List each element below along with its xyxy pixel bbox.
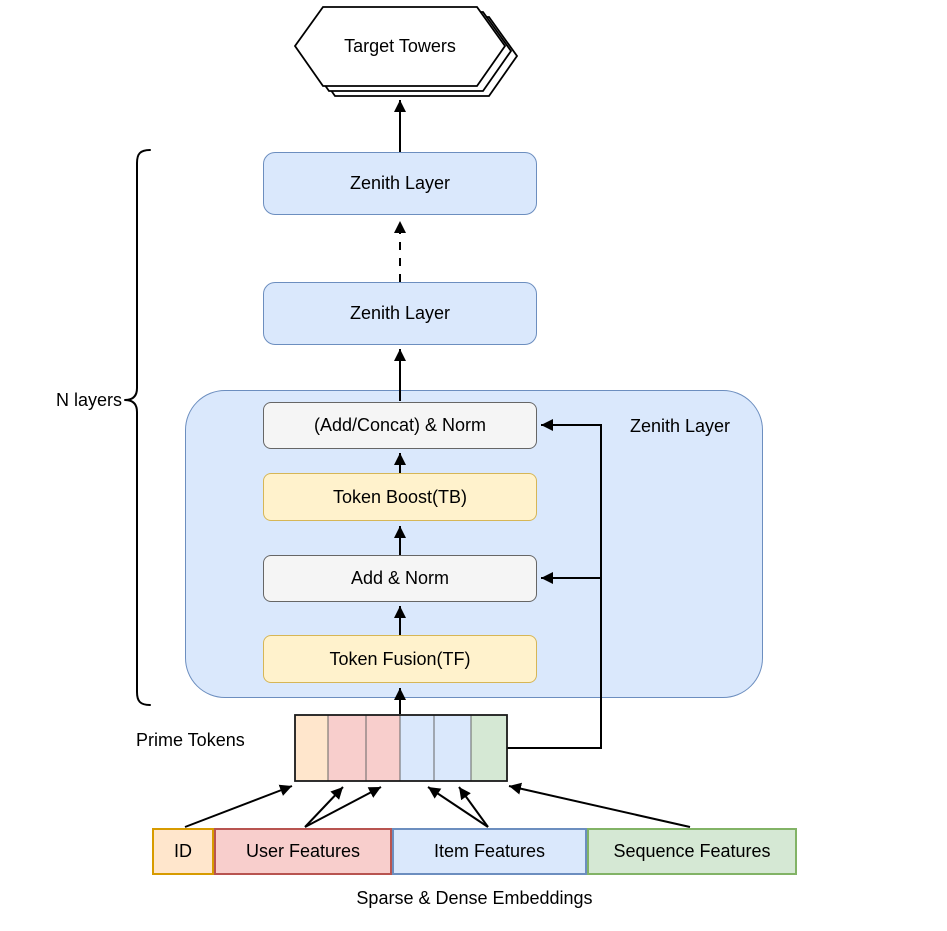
prime-tokens-label: Prime Tokens (136, 729, 245, 750)
arrow-user-to-token2 (304, 786, 382, 828)
hexagon-front (293, 6, 507, 87)
prime-token-segment-4 (433, 714, 472, 782)
arrow-item-to-token2 (458, 786, 489, 828)
embedding-arrows (184, 782, 691, 828)
arrow-id-to-tokens (184, 784, 293, 828)
target-towers-label: Target Towers (344, 36, 456, 56)
prime-tokens-outline (294, 714, 508, 782)
prime-token-segment-5 (470, 714, 508, 782)
n-layers-label: N layers (55, 389, 122, 410)
prime-token-segment-2 (365, 714, 401, 782)
add-norm-box: Add & Norm (263, 555, 537, 602)
embedding-box-item-features: Item Features (392, 828, 587, 875)
token-boost-box: Token Boost(TB) (263, 473, 537, 521)
prime-token-segment-0 (294, 714, 329, 782)
zenith-layer-mid-box: Zenith Layer (263, 282, 537, 345)
prime-token-segment-1 (327, 714, 367, 782)
arrow-sequence-to-tokens (508, 782, 691, 828)
target-towers-hexagon-stack (293, 6, 519, 97)
embedding-box-user-features: User Features (214, 828, 392, 875)
zenith-container-label: Zenith Layer (629, 415, 731, 436)
arrow-user-to-token1 (304, 786, 344, 828)
skip-connection-to-addconcat (507, 419, 602, 749)
embeddings-caption: Sparse & Dense Embeddings (356, 887, 593, 908)
n-layers-brace (124, 149, 151, 706)
token-fusion-box: Token Fusion(TF) (263, 635, 537, 683)
arrow-item-to-token1 (427, 786, 489, 828)
zenith-layer-top-box: Zenith Layer (263, 152, 537, 215)
embedding-box-id: ID (152, 828, 214, 875)
add-concat-norm-box: (Add/Concat) & Norm (263, 402, 537, 449)
embedding-box-sequence-features: Sequence Features (587, 828, 797, 875)
prime-token-segment-3 (399, 714, 435, 782)
prime-tokens-bar (294, 714, 508, 782)
